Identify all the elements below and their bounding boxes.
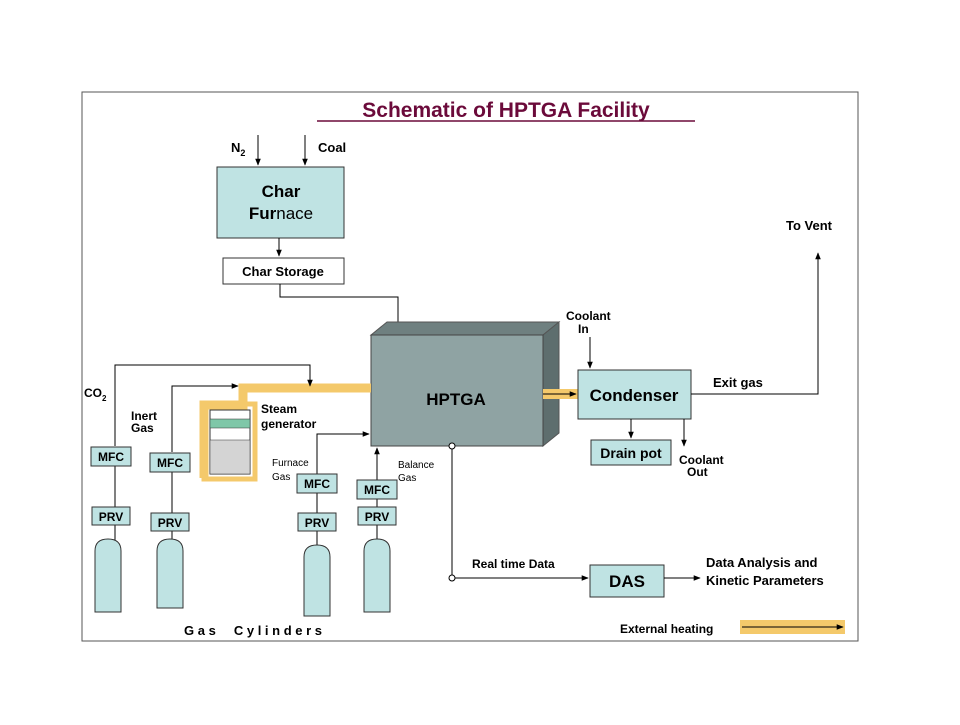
steam-generator-heater — [201, 401, 258, 482]
cylinder-co2 — [94, 538, 122, 613]
legend-external-heating-label: External heating — [620, 622, 713, 636]
cylinder-inert — [156, 538, 184, 609]
hptga-side-face — [542, 320, 560, 448]
hptga-label: HPTGA — [426, 390, 486, 409]
furnace-gas-line — [316, 431, 370, 474]
mfc-co2: MFC — [90, 446, 132, 467]
drain-pot-box — [590, 439, 672, 466]
hptga-top-face — [369, 321, 561, 336]
mfc-furnace-label: MFC — [304, 477, 330, 491]
hptga-data-port — [448, 442, 456, 450]
data-line-node — [448, 574, 456, 582]
coolant-out-label-1: Coolant — [679, 453, 724, 467]
coolant-in-label-2: In — [578, 322, 589, 336]
steam-generator-label-1: Steam — [261, 402, 297, 416]
prv-co2-label: PRV — [99, 510, 123, 524]
balance-gas-label-1: Balance — [398, 460, 435, 471]
furnace-gas-label-1: Furnace — [272, 458, 309, 469]
exit-gas-to-vent-arrow — [691, 252, 821, 395]
steam-generator-label-2: generator — [261, 417, 317, 431]
inert-gas-label-1: Inert — [131, 409, 157, 423]
exit-gas-label: Exit gas — [713, 375, 763, 390]
inert-gas-label-2: Gas — [131, 421, 154, 435]
storage-to-hptga-arrow — [279, 284, 401, 335]
char-furnace-box — [216, 166, 345, 239]
mfc-inert-label: MFC — [157, 456, 183, 470]
prv-inert-label: PRV — [158, 516, 182, 530]
mfc-furnace-gas: MFC — [296, 473, 338, 494]
prv-co2: PRV — [91, 506, 131, 526]
coolant-out-label-2: Out — [687, 465, 708, 479]
das-box — [589, 564, 665, 598]
prv-balance-gas: PRV — [357, 506, 397, 526]
mfc-co2-label: MFC — [98, 450, 124, 464]
prv-inert: PRV — [150, 512, 190, 532]
cylinder-balance-gas — [363, 538, 391, 613]
mfc-balance-gas: MFC — [356, 479, 398, 500]
char-storage-label: Char Storage — [242, 264, 324, 279]
coal-label: Coal — [318, 140, 346, 155]
balance-gas-label-2: Gas — [398, 473, 416, 484]
das-label: DAS — [609, 572, 645, 591]
real-time-data-label: Real time Data — [472, 557, 555, 571]
coolant-in-label-1: Coolant — [566, 309, 611, 323]
mfc-inert: MFC — [149, 452, 191, 473]
inert-gas-line — [171, 383, 239, 452]
data-analysis-label-1: Data Analysis and — [706, 555, 818, 570]
gas-cylinders-label: G a s C y l i n d e r s — [184, 623, 322, 638]
furnace-gas-label-2: Gas — [272, 472, 290, 483]
steam-generator-water — [209, 439, 251, 475]
co2-line — [114, 364, 313, 446]
condenser-box — [577, 369, 692, 420]
prv-furnace-label: PRV — [305, 516, 329, 530]
n2-label: N2 — [231, 140, 245, 158]
co2-label: CO2 — [84, 386, 107, 403]
prv-furnace-gas: PRV — [297, 512, 337, 532]
drain-pot-label: Drain pot — [600, 445, 662, 461]
char-furnace-label-1: Char — [262, 182, 301, 201]
cylinder-furnace-gas — [303, 544, 331, 617]
diagram-title: Schematic of HPTGA Facility — [362, 99, 650, 122]
char-furnace-label-2: Furnace — [249, 204, 313, 223]
condenser-label: Condenser — [590, 386, 679, 405]
data-analysis-label-2: Kinetic Parameters — [706, 573, 824, 588]
to-vent-label: To Vent — [786, 218, 833, 233]
char-storage-box — [222, 257, 345, 285]
mfc-balance-label: MFC — [364, 483, 390, 497]
prv-balance-label: PRV — [365, 510, 389, 524]
steam-generator-packing — [209, 418, 251, 429]
